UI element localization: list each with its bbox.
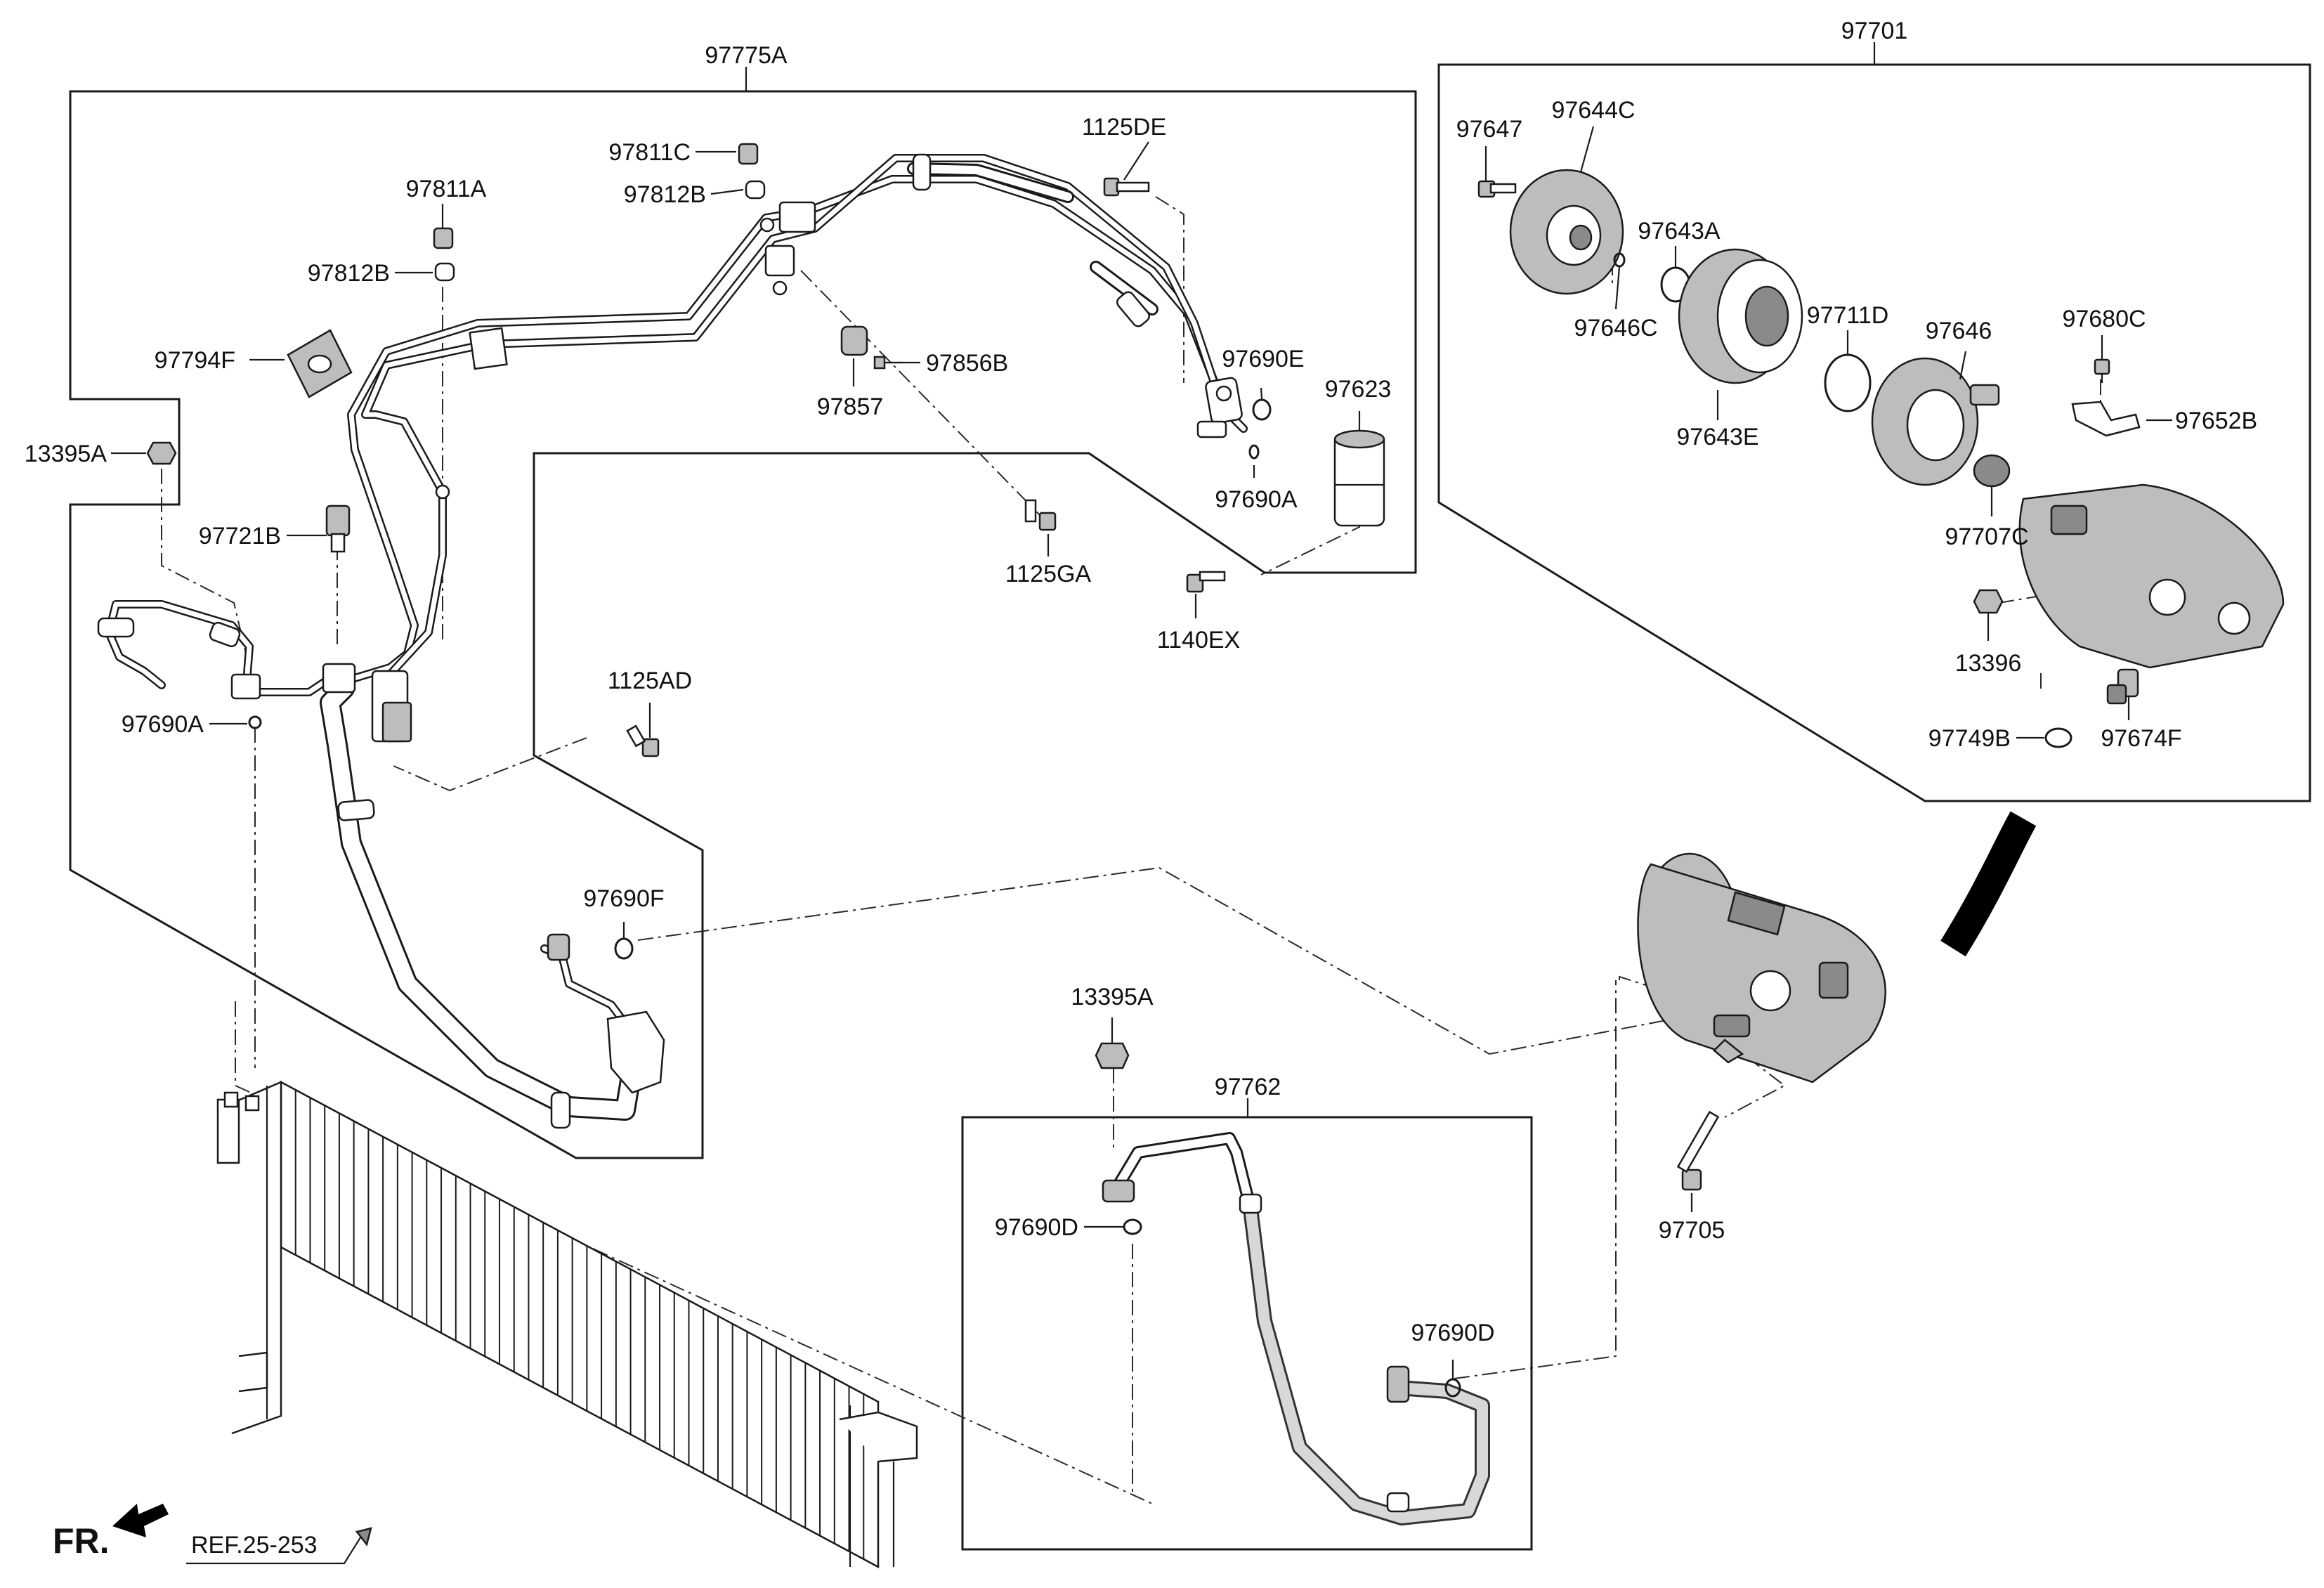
discharge-hose: [1095, 1042, 1490, 1525]
label-97690F: 97690F: [583, 885, 664, 912]
oring-97749B-icon: [2044, 727, 2072, 748]
bolt-1140EX-icon: [1186, 571, 1226, 593]
nut-13396-icon: [1973, 589, 2004, 614]
label-1125AD: 1125AD: [608, 668, 692, 694]
label-97812B-top: 97812B: [624, 181, 706, 208]
label-97690A-left: 97690A: [122, 711, 204, 738]
front-arrow-icon: [112, 1504, 169, 1537]
oring-97690A-left-icon: [248, 715, 262, 729]
label-1125GA: 1125GA: [1005, 561, 1092, 587]
label-reference: REF.25-253: [191, 1532, 318, 1558]
label-97775A: 97775A: [705, 42, 788, 69]
compressor-assembly-frame: [1437, 63, 2311, 802]
labels: 97775A 97701 97762 97811C 97812B 1125DE …: [25, 18, 2257, 1561]
label-97711D: 97711D: [1807, 302, 1889, 329]
oring-97690D-left-icon: [1123, 1218, 1142, 1235]
shim-97646C-icon: [1613, 252, 1626, 268]
bolt-1125AD-icon: [626, 724, 660, 757]
expansion-valve-97623-icon: [1333, 429, 1385, 527]
label-97794F: 97794F: [155, 347, 235, 374]
label-97707C: 97707C: [1945, 523, 2028, 550]
oring-97690D-right-icon: [1444, 1378, 1461, 1398]
bolt-1125GA-icon: [1024, 499, 1057, 531]
label-97749B: 97749B: [1928, 725, 2011, 752]
label-13396: 13396: [1955, 650, 2022, 677]
coil-97646-icon: [1871, 357, 2000, 486]
compressor-body-icon: [2018, 483, 2285, 669]
label-97812B-left: 97812B: [308, 260, 390, 287]
label-13395A-left: 13395A: [25, 441, 107, 467]
screw-97680C-icon: [2094, 358, 2110, 383]
label-97623: 97623: [1325, 376, 1392, 403]
label-97647: 97647: [1456, 116, 1523, 143]
bushing-97857-icon: [840, 325, 868, 356]
bolt-97705-icon: [1676, 1110, 1720, 1191]
small-parts: [146, 143, 1385, 960]
reference-lines: [161, 196, 2101, 1504]
label-front: FR.: [53, 1521, 110, 1561]
label-97646C: 97646C: [1574, 315, 1657, 341]
hose-assembly-pipes: [97, 153, 1248, 1129]
pulley-97643E-icon: [1678, 248, 1803, 384]
label-97762: 97762: [1215, 1074, 1281, 1100]
label-1125DE: 1125DE: [1082, 114, 1166, 141]
cap-97811C-icon: [738, 143, 759, 165]
compressor-assembled: [1637, 811, 2037, 1083]
label-97705: 97705: [1659, 1217, 1725, 1244]
cap-97811A-icon: [433, 227, 454, 249]
hose-assembly-frame: [69, 90, 1417, 1159]
leader-lines: [111, 126, 2172, 1565]
oring-97690A-right-icon: [1248, 444, 1260, 460]
seal-97707C-icon: [1973, 454, 2011, 488]
nut-13395A-left-icon: [146, 441, 177, 465]
label-97701: 97701: [1841, 18, 1908, 44]
oring-97690F-icon: [614, 937, 634, 960]
label-97643A: 97643A: [1638, 218, 1721, 245]
label-1140EX: 1140EX: [1157, 627, 1240, 653]
label-97646: 97646: [1926, 318, 1992, 344]
label-97721B: 97721B: [199, 523, 281, 549]
label-97690D-right: 97690D: [1411, 1320, 1494, 1346]
cap-97812B-icon: [745, 180, 766, 200]
label-97811A: 97811A: [406, 176, 487, 202]
sensor-97721B-icon: [325, 505, 351, 553]
label-97856B: 97856B: [926, 350, 1008, 377]
label-97643E: 97643E: [1676, 424, 1758, 450]
snap-ring-97711D-icon: [1824, 353, 1872, 412]
compressor-components: [1477, 169, 2285, 748]
cap-97812B-left-icon: [434, 262, 455, 282]
label-97644C: 97644C: [1551, 97, 1635, 124]
bolt-1125DE-icon: [1103, 177, 1150, 197]
label-97811C: 97811C: [608, 139, 691, 166]
label-97690D-left: 97690D: [995, 1214, 1078, 1241]
assembly-frames: [69, 42, 2311, 1551]
label-13395A-mid: 13395A: [1071, 984, 1154, 1010]
condenser: [216, 1080, 918, 1569]
clutch-plate-97644C-icon: [1509, 169, 1624, 295]
valve-97674F-icon: [2106, 668, 2139, 705]
nut-13395A-mid-icon: [1095, 1042, 1130, 1069]
label-97690A-right: 97690A: [1215, 486, 1298, 513]
bracket-97652B-icon: [2071, 401, 2141, 437]
label-97652B: 97652B: [2175, 408, 2257, 434]
label-97857: 97857: [817, 393, 884, 420]
oring-97690E-icon: [1252, 398, 1272, 421]
label-97690E: 97690E: [1222, 346, 1304, 372]
clamp-97794F-icon: [287, 329, 353, 398]
label-97674F: 97674F: [2101, 725, 2181, 752]
label-97680C: 97680C: [2062, 306, 2146, 332]
bolt-97647-icon: [1477, 180, 1517, 198]
